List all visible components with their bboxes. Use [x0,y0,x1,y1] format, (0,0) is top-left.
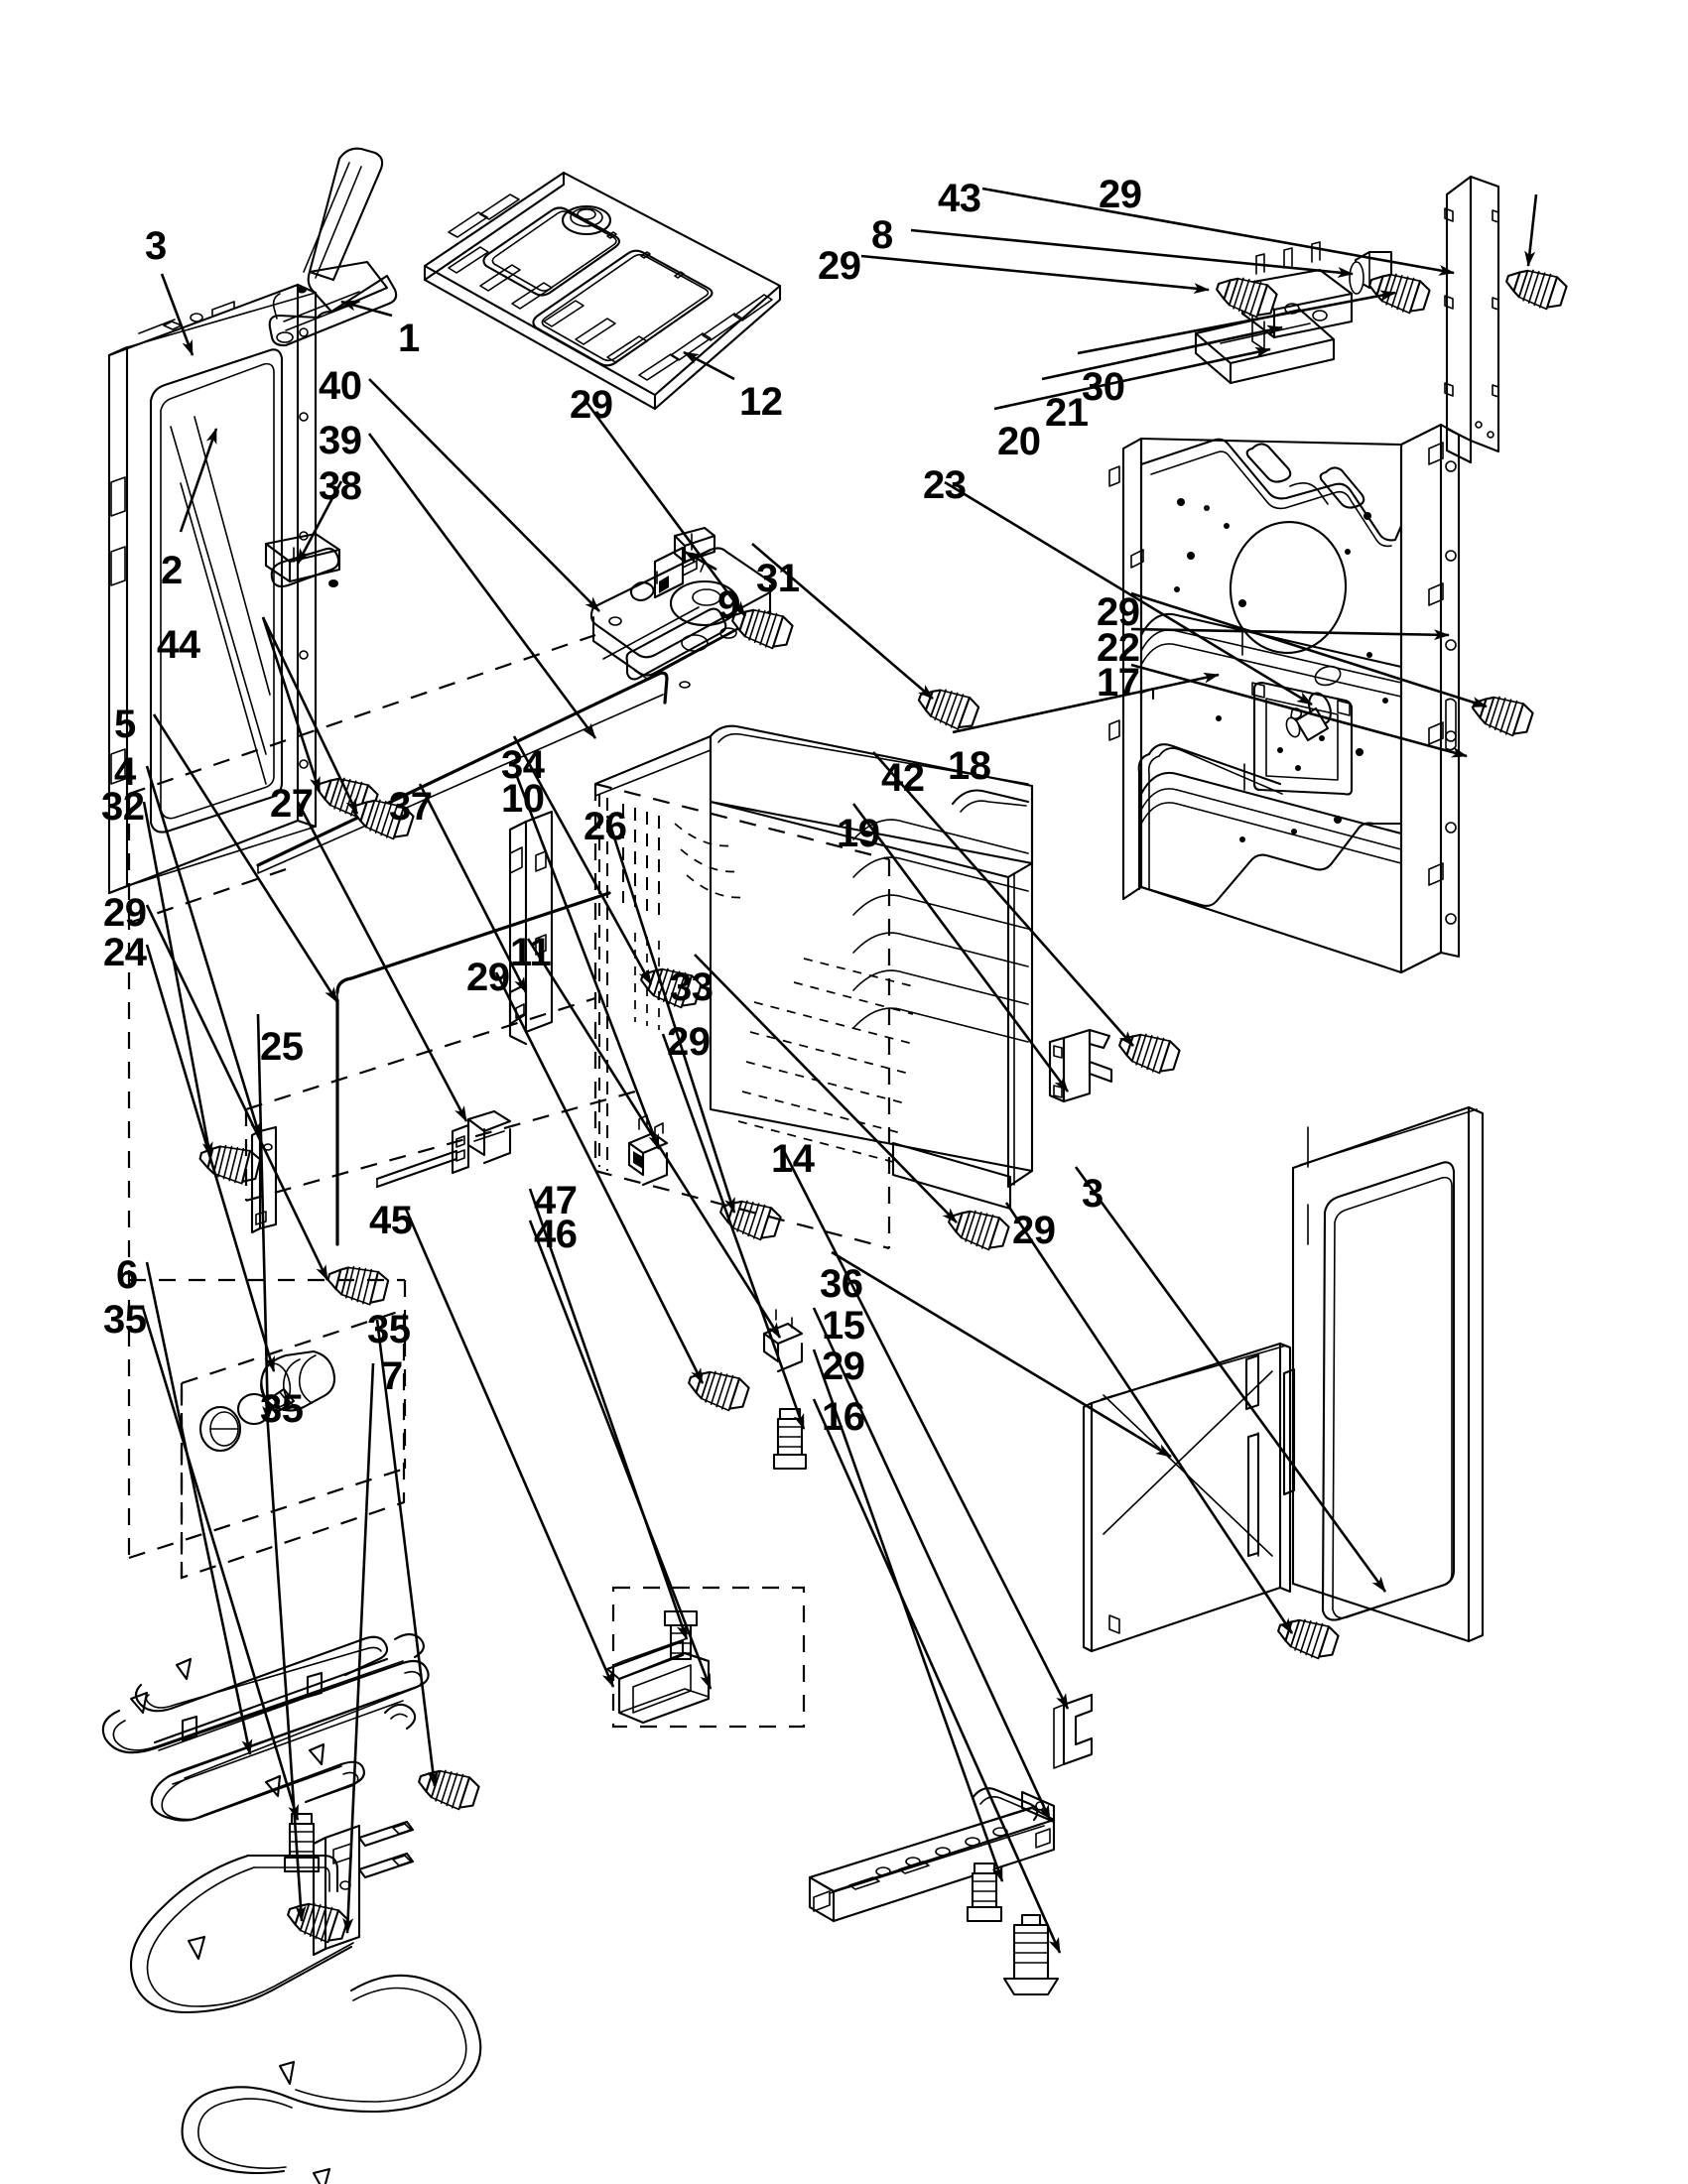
callout-29-screw: 29 [1012,1209,1056,1252]
callout-29-screw: 29 [570,383,613,427]
callout-24-oven-light-assembly: 24 [103,931,147,974]
callout-11-wire-clamp: 11 [510,931,552,974]
callout-46-hinge-lock: 46 [534,1213,578,1256]
callout-15-front-frame-rail: 15 [822,1304,865,1348]
callout-36-side-panel-front-flange: 36 [820,1262,863,1306]
callout-17-side-panel: 17 [1097,661,1140,705]
callout-33-screw: 33 [670,965,714,1009]
callout-9-clip: 9 [717,583,739,627]
part-16-leveling-leg [1002,1913,1060,1996]
callout-38-door-lock-switch: 38 [319,464,362,508]
part-37-hinge-receptacle [508,810,554,1046]
callout-7-bake-element: 7 [381,1354,403,1398]
callout-21-terminal-block: 21 [1045,391,1089,435]
part-38-door-lock-switch [264,532,341,588]
callout-25-oven-light-bulb: 25 [260,1025,304,1069]
callout-3-oven-door-outer-panel: 3 [1082,1172,1104,1216]
callout-37-hinge-receptacle: 37 [389,785,433,829]
callout-29-screw: 29 [466,956,510,999]
callout-10-wire-clip: 10 [501,777,545,821]
part-27-sensor-probe [375,1109,512,1189]
callout-29-screw: 29 [1097,590,1140,634]
part-3-door-right [1282,1105,1485,1643]
callout-44-screw: 44 [157,623,200,667]
callout-40-door-lock-motor-assembly: 40 [319,364,362,408]
callout-29-screw: 29 [818,244,861,288]
part-36-front-flange [1082,1342,1292,1653]
callout-1-anti-tip-bracket: 1 [398,317,420,360]
callout-29-screw: 29 [667,1020,711,1064]
part-39-door-lock-rod [256,671,669,874]
callout-5-trim-retainer: 5 [114,703,136,746]
part-12-cooktop [423,171,782,411]
oven-cavity-phantom [127,633,1034,1560]
callout-27-oven-sensor-probe: 27 [270,782,314,826]
part-3-door-left [107,283,318,895]
part-40-door-lock-motor [589,546,775,689]
leader-lines [141,187,1538,1954]
callout-26-screw: 26 [584,805,627,848]
callout-22-rear-panel: 22 [1097,626,1140,670]
callout-20-terminal-block-cover: 20 [997,420,1041,463]
callout-42-screw: 42 [881,756,925,800]
callout-47-screw: 47 [534,1179,578,1222]
callout-39-door-lock-rod: 39 [319,419,362,462]
callout-14-clip: 14 [771,1137,815,1181]
callout-6-broil-element: 6 [116,1253,138,1297]
callout-31-screw: 31 [756,557,800,600]
callout-3-oven-door-outer-panel: 3 [145,224,167,268]
callout-35-screw: 35 [367,1308,411,1351]
callout-32-screw: 32 [101,785,145,829]
callout-4-door-strike-bracket: 4 [114,750,136,794]
callout-12-cooktop-maintop: 12 [739,380,783,424]
callout-29-screw: 29 [103,891,147,935]
callout-34-screw: 34 [501,743,545,787]
part-43-side-trim [1444,175,1500,464]
callout-35-screw: 35 [103,1298,147,1342]
callout-8-spacer-bushing: 8 [871,213,893,257]
part-6-broil-element [101,1632,430,1822]
callout-2-oven-door-glass: 2 [161,549,183,592]
part-7-bake-element [129,1820,482,2184]
screws [195,261,1570,1948]
callout-29-screw: 29 [1099,173,1142,216]
part-19-bracket [1048,1028,1113,1103]
part-22-18-rear-panel [1108,423,1461,974]
part-45-hinge-lock-kit [605,1586,806,1729]
callout-18-oven-cavity-rear: 18 [948,744,991,788]
callout-30-screw: 30 [1082,365,1125,409]
callout-23-strain-relief: 23 [923,463,967,507]
callout-43-side-trim-panel: 43 [938,177,981,220]
callout-16-leveling-leg: 16 [822,1395,865,1439]
part-23-strain-relief [1285,665,1342,742]
callout-45-hinge-lock-kit: 45 [369,1199,413,1242]
callout-19-bracket: 19 [837,812,880,855]
part-24-25-oven-light [180,1308,406,1580]
part-14-clip [1053,1693,1094,1769]
callout-29-screw: 29 [822,1345,865,1388]
vertical-screws [283,1309,1003,1923]
part-1-anti-tip-bracket [268,147,398,347]
callout-35-screw: 35 [260,1387,304,1431]
